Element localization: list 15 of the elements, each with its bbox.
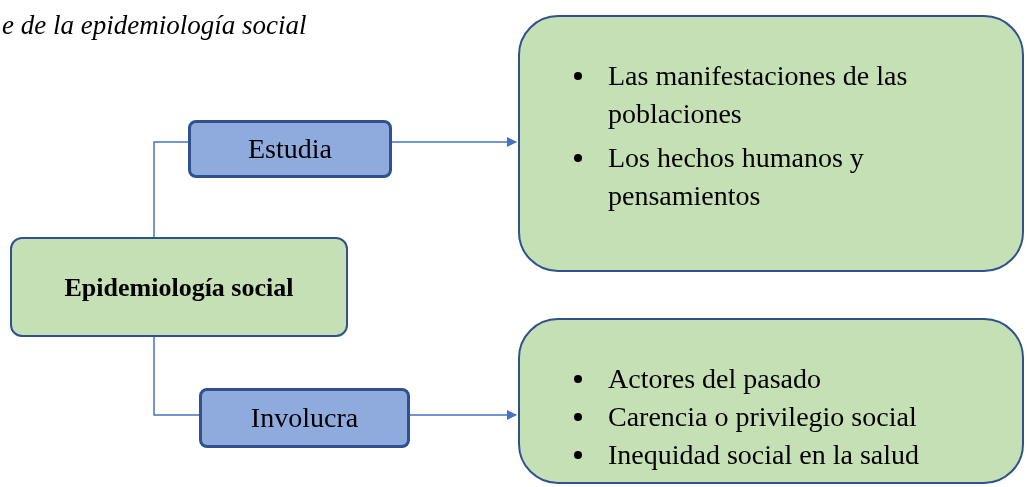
bullet-text: Actores del pasado [608, 362, 823, 396]
diagram-title: e de la epidemiología social [2, 12, 307, 39]
rounded-box [518, 318, 1024, 484]
connector-line [153, 141, 189, 238]
connector-line [153, 336, 200, 416]
bullet-text: Los hechos humanos y pensamientos [608, 141, 865, 213]
verb-box: Estudia [188, 120, 392, 178]
bullet-text: Carencia o privilegio social [608, 400, 918, 434]
verb-box: Involucra [199, 388, 410, 448]
bullet-text: Las manifestaciones de las poblaciones [608, 59, 909, 131]
topic-box: Epidemiología social [10, 237, 348, 337]
rounded-box [518, 15, 1024, 272]
bullet-text: Inequidad social en la salud [608, 438, 920, 472]
arrow [391, 137, 517, 147]
arrow [409, 410, 517, 420]
